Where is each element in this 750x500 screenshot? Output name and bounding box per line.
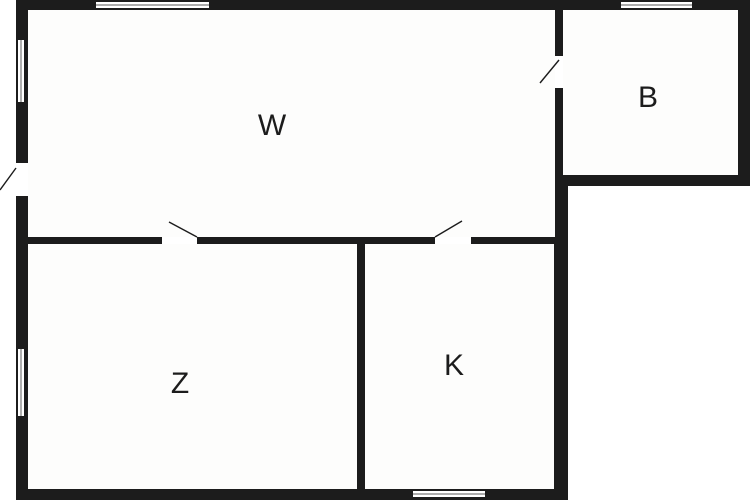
room-floor-kitchen: [365, 244, 554, 489]
window-left-bedroom: [18, 349, 24, 416]
room-label-bedroom: Z: [171, 367, 189, 400]
room-label-bathroom: B: [638, 81, 658, 114]
room-label-living: W: [258, 109, 287, 142]
window-bottom-kitchen: [413, 491, 485, 497]
room-floors: [28, 10, 738, 489]
room-labels: W B Z K: [171, 81, 658, 400]
interior-walls: [28, 10, 563, 489]
windows: [18, 2, 692, 497]
room-floor-bathroom: [563, 10, 738, 175]
interior-doors: [162, 56, 563, 244]
door-living-kitchen: [434, 220, 471, 244]
window-left-living: [18, 40, 24, 102]
entrance-door: [0, 163, 28, 196]
partition-bedroom-kitchen: [357, 244, 365, 489]
door-living-bedroom: [162, 221, 198, 244]
room-floor-living: [28, 10, 555, 237]
partition-living-bathroom: [555, 10, 563, 186]
door-living-bathroom: [539, 56, 563, 88]
partition-living-lower: [28, 237, 555, 244]
room-label-kitchen: K: [444, 349, 464, 382]
window-top-bathroom: [621, 2, 692, 8]
window-top-living: [96, 2, 209, 8]
room-floor-bedroom: [28, 244, 357, 489]
